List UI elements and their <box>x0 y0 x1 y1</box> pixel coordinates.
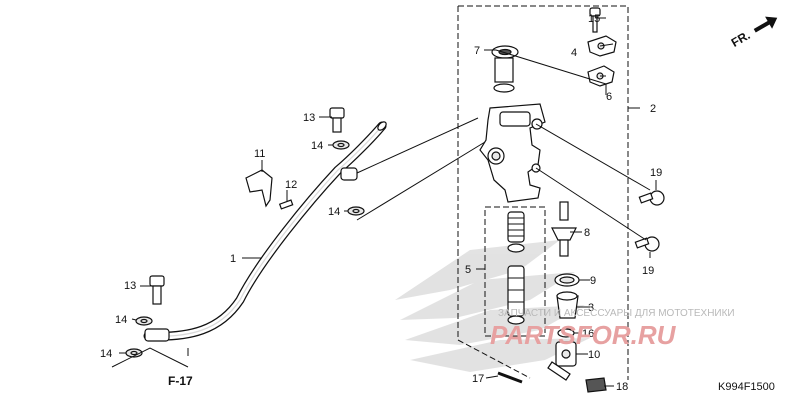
push-rod <box>551 201 577 257</box>
washer-14-a <box>332 140 350 150</box>
callout-4: 4 <box>571 47 577 59</box>
pin-17 <box>497 371 523 384</box>
callout-15: 15 <box>588 13 600 25</box>
direction-indicator: FR. <box>729 16 778 50</box>
svg-text:FR.: FR. <box>729 28 753 50</box>
reference-label: F-17 <box>168 374 193 388</box>
callout-19-upper: 19 <box>650 167 662 179</box>
callout-14-b: 14 <box>328 206 340 218</box>
callout-10: 10 <box>588 349 600 361</box>
master-cylinder-body <box>479 103 546 203</box>
watermark-line: ЗАПЧАСТИ И АКСЕССУАРЫ ДЛЯ МОТОТЕХНИКИ <box>498 308 735 319</box>
spring <box>507 211 525 253</box>
callout-13-lower: 13 <box>124 280 136 292</box>
callout-9: 9 <box>590 275 596 287</box>
callout-3: 3 <box>588 302 594 314</box>
callout-6: 6 <box>606 91 612 103</box>
callout-5: 5 <box>465 264 471 276</box>
callout-1: 1 <box>230 253 236 265</box>
hose <box>143 121 387 342</box>
callout-17: 17 <box>472 373 484 385</box>
bolt-19-lower <box>634 236 660 252</box>
joint <box>547 341 577 381</box>
callout-18: 18 <box>616 381 628 393</box>
banjo-bolt-lower <box>149 275 165 305</box>
callouts: 1 2 3 4 5 6 7 8 9 10 11 12 13 13 14 14 1… <box>100 13 662 393</box>
callout-14-c: 14 <box>115 314 127 326</box>
banjo-bolt-upper <box>329 107 345 133</box>
piston <box>507 265 525 325</box>
boot <box>556 291 579 319</box>
callout-19-lower: 19 <box>642 265 654 277</box>
callout-11: 11 <box>254 148 265 160</box>
bolt-12 <box>278 199 294 210</box>
callout-8: 8 <box>584 227 590 239</box>
watermark-brand: PARTSFOR.RU <box>490 320 677 350</box>
washer-14-c <box>135 316 153 326</box>
group-boundary-5 <box>476 206 546 337</box>
callout-16: 16 <box>582 328 594 340</box>
washer-14-b <box>347 206 365 216</box>
callout-14-a: 14 <box>311 140 323 152</box>
honda-wing-logo <box>395 240 590 372</box>
callout-12: 12 <box>285 179 297 191</box>
callout-7: 7 <box>474 45 480 57</box>
callout-2: 2 <box>650 103 656 115</box>
callout-14-d: 14 <box>100 348 112 360</box>
diagram-code: K994F1500 <box>718 381 775 393</box>
watermark: ЗАПЧАСТИ И АКСЕССУАРЫ ДЛЯ МОТОТЕХНИКИ PA… <box>490 308 735 350</box>
circlip <box>554 273 580 287</box>
screw-15 <box>589 7 601 33</box>
hose-clamp <box>245 169 273 208</box>
cotter-pin <box>585 377 607 393</box>
assembly-boundary <box>457 5 640 380</box>
leader-lines <box>111 17 657 387</box>
bolt-19-upper <box>638 190 665 206</box>
callout-13-upper: 13 <box>303 112 315 124</box>
